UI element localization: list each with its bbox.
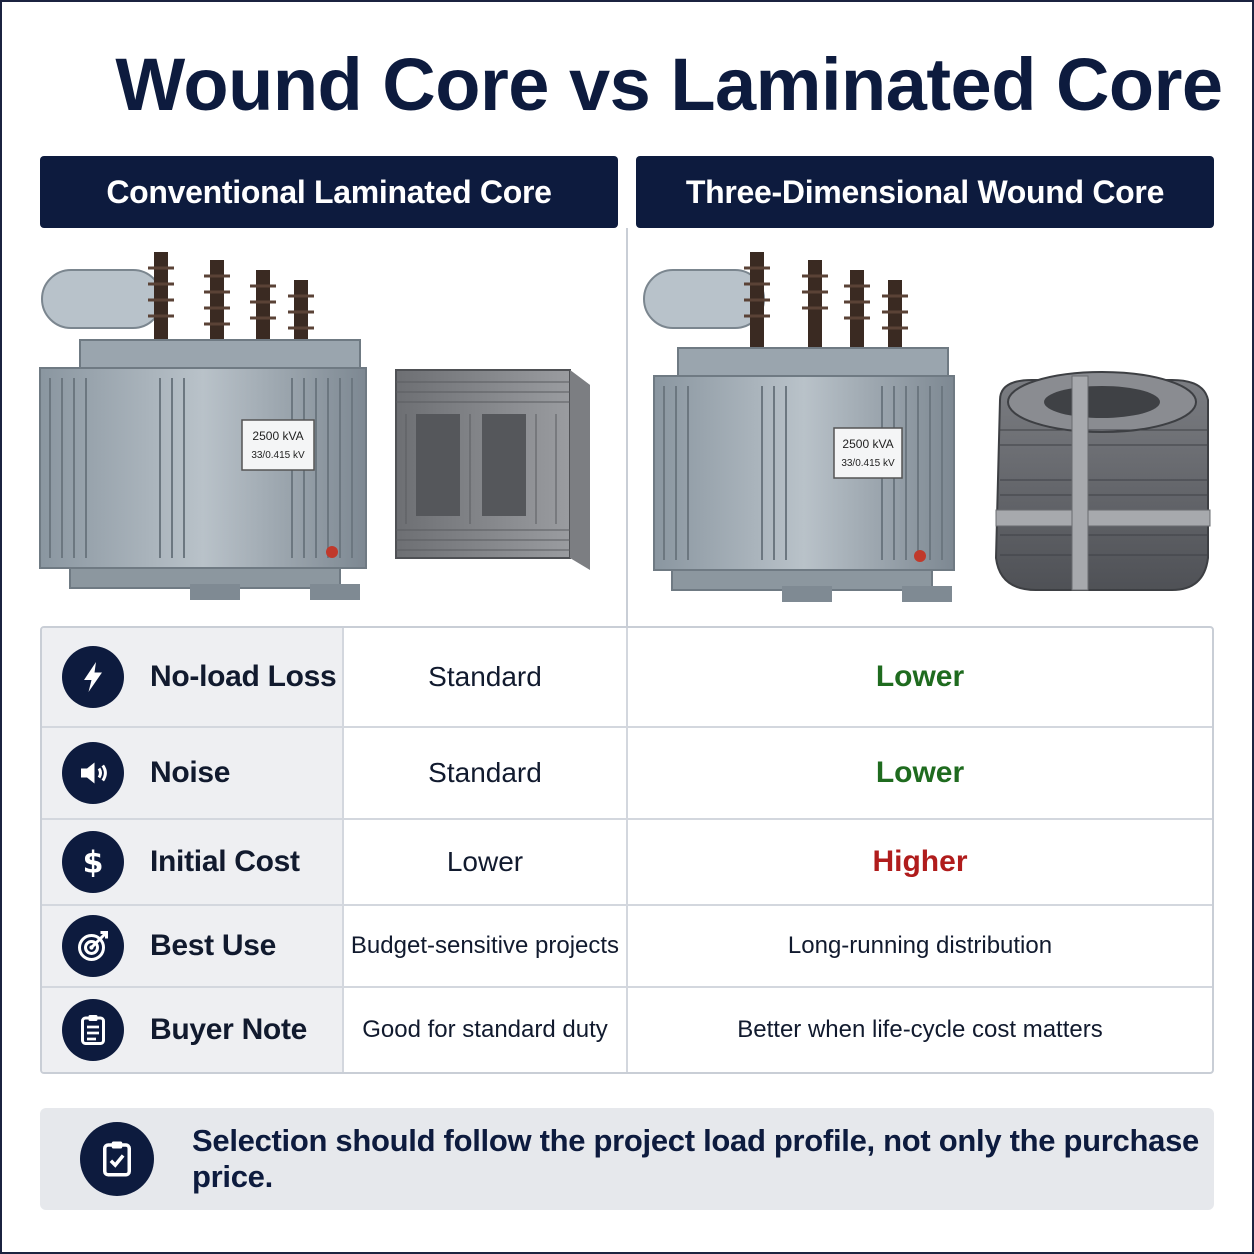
lightning-icon	[62, 646, 124, 708]
laminated-value: Lower	[344, 820, 628, 904]
row-label: Initial Cost	[150, 845, 300, 878]
wound-value: Long-running distribution	[787, 932, 1053, 959]
comparison-table: No-load Loss Standard Lower Noise Standa…	[40, 626, 1214, 1074]
transformer-laminated-image: 2500 kVA 33/0.415 kV	[39, 252, 590, 600]
table-row: $ Initial Cost Lower Higher	[42, 820, 1212, 906]
wound-value: Lower	[875, 660, 965, 693]
speaker-icon	[62, 742, 124, 804]
wound-core-block	[994, 371, 1211, 591]
row-label: Buyer Note	[150, 1013, 308, 1046]
wound-value: Lower	[875, 756, 965, 789]
clipboard-check-icon	[80, 1122, 154, 1196]
wound-value: Higher	[872, 845, 968, 878]
clipboard-icon	[62, 999, 124, 1061]
column-header-laminated: Conventional Laminated Core	[40, 156, 618, 228]
nameplate-voltage: 33/0.415 kV	[841, 458, 895, 469]
laminated-value: Standard	[344, 628, 628, 726]
page-title: Wound Core vs Laminated Core	[115, 43, 1223, 126]
row-label: No-load Loss	[150, 660, 337, 693]
nameplate-rating: 2500 kVA	[842, 437, 893, 451]
table-row: No-load Loss Standard Lower	[42, 628, 1212, 728]
table-row: Best Use Budget-sensitive projects Long-…	[42, 906, 1212, 988]
nameplate-voltage: 33/0.415 kV	[251, 450, 305, 461]
laminated-value: Good for standard duty	[344, 988, 628, 1072]
selection-note-text: Selection should follow the project load…	[192, 1123, 1199, 1194]
table-row: Buyer Note Good for standard duty Better…	[42, 988, 1212, 1072]
row-label-cell: Noise	[42, 728, 344, 818]
row-label-cell: No-load Loss	[42, 628, 344, 726]
laminated-core-illustration: 2500 kVA 33/0.415 kV	[30, 240, 620, 618]
wound-core-illustration: 2500 kVA 33/0.415 kV	[632, 240, 1222, 618]
laminated-value: Budget-sensitive projects	[344, 906, 628, 986]
row-label: Noise	[150, 756, 231, 789]
wound-value: Better when life-cycle cost matters	[737, 1016, 1103, 1043]
svg-text:$: $	[83, 846, 104, 881]
table-row: Noise Standard Lower	[42, 728, 1212, 820]
target-icon	[62, 915, 124, 977]
column-divider	[626, 228, 628, 628]
nameplate-rating: 2500 kVA	[252, 429, 303, 443]
laminated-value: Standard	[344, 728, 628, 818]
row-label-cell: $ Initial Cost	[42, 820, 344, 904]
laminated-core-block	[395, 369, 590, 570]
selection-note-banner: Selection should follow the project load…	[40, 1108, 1214, 1210]
transformer-wound-image: 2500 kVA 33/0.415 kV	[643, 252, 1211, 602]
dollar-icon: $	[62, 831, 124, 893]
row-label-cell: Buyer Note	[42, 988, 344, 1072]
column-header-wound: Three-Dimensional Wound Core	[636, 156, 1214, 228]
row-label-cell: Best Use	[42, 906, 344, 986]
row-label: Best Use	[150, 929, 276, 962]
